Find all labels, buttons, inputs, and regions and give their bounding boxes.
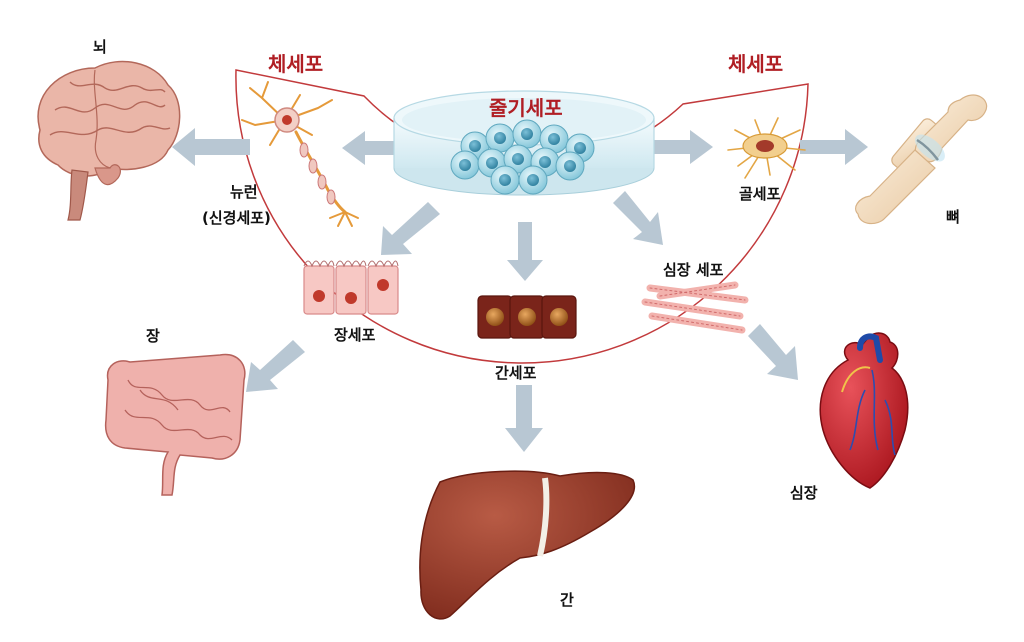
neuron-illustration	[241, 81, 359, 227]
heart-cell-label: 심장 세포	[663, 261, 724, 279]
bone-illustration	[855, 94, 988, 225]
arrow-to-intestine	[246, 340, 305, 392]
arrow-to-bone	[800, 129, 868, 165]
liver-label: 간	[560, 591, 574, 609]
neuron-sub-label: (신경세포)	[202, 209, 271, 227]
arrows	[172, 128, 868, 452]
bone-cell-illustration	[727, 117, 806, 179]
intestine-cells-illustration	[303, 260, 399, 315]
stem-cells-cluster	[450, 119, 595, 195]
arrow-to-neuron	[342, 131, 400, 165]
somatic-cell-title-left: 체세포	[268, 52, 324, 76]
brain-label: 뇌	[93, 38, 107, 56]
liver-illustration	[419, 470, 636, 620]
arrow-to-heart	[748, 324, 798, 380]
stem-cell-title: 줄기세포	[489, 96, 563, 120]
intestine-illustration	[104, 353, 246, 496]
arrow-to-liver-cell	[507, 222, 543, 281]
bone-label: 뼈	[946, 208, 960, 226]
bone-cell-label: 골세포	[739, 185, 781, 203]
arrow-to-heart-cell	[613, 191, 663, 245]
neuron-label: 뉴런	[230, 183, 258, 201]
arrow-to-liver	[505, 385, 543, 452]
brain-illustration	[37, 60, 181, 221]
heart-illustration	[819, 332, 909, 489]
arrow-to-intestine-cell	[381, 202, 440, 255]
heart-label: 심장	[790, 484, 818, 502]
intestine-cell-label: 장세포	[334, 326, 376, 344]
intestine-label: 장	[146, 327, 160, 345]
arrow-to-bone-cell	[652, 130, 713, 164]
liver-cell-label: 간세포	[495, 364, 537, 382]
somatic-cell-title-right: 체세포	[728, 52, 784, 76]
heart-cells-illustration	[641, 281, 749, 334]
liver-cells-illustration	[477, 295, 577, 339]
arrow-to-brain	[172, 128, 250, 166]
